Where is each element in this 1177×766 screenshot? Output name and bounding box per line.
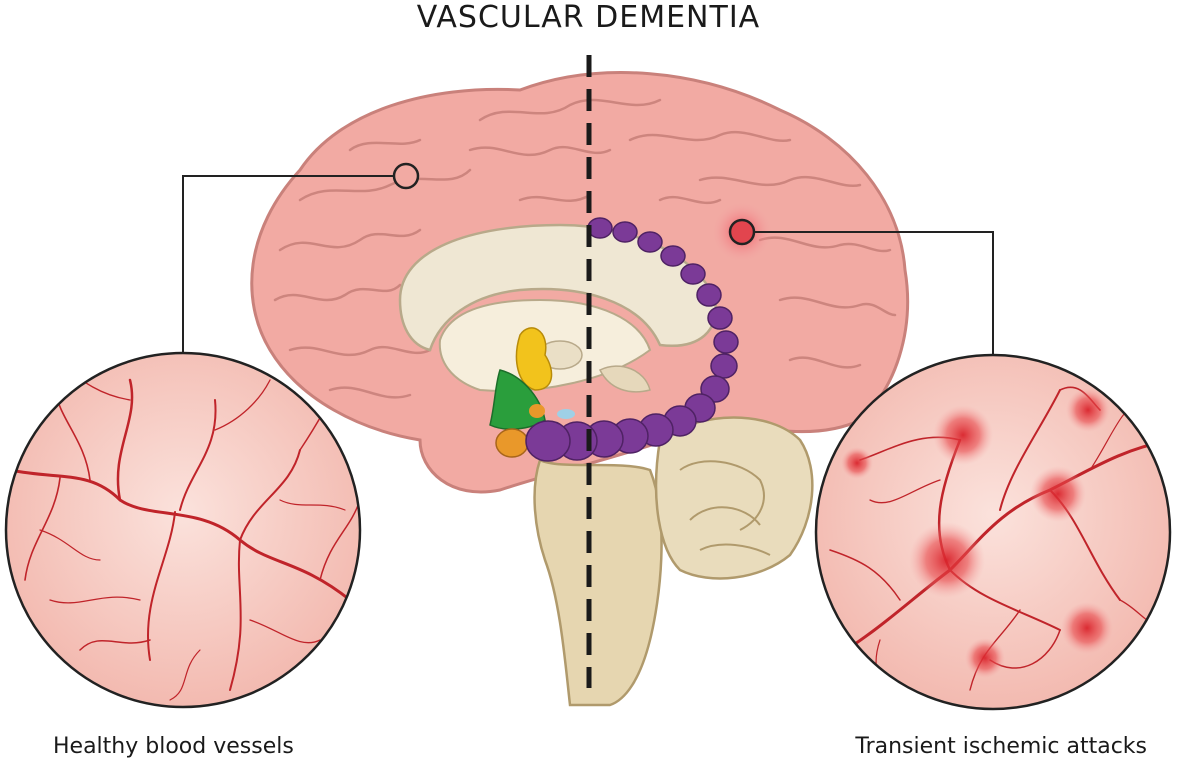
right-connector (755, 231, 994, 355)
diagram-title: VASCULAR DEMENTIA (416, 0, 761, 35)
caudate-structure (515, 327, 553, 391)
healthy-vessels-caption: Healthy blood vessels (53, 734, 294, 759)
orange-structure (495, 428, 529, 458)
healthy-vessels-circle (4, 351, 362, 709)
ischemic-vessels-circle (814, 353, 1172, 711)
ischemic-attacks-caption: Transient ischemic attacks (855, 734, 1147, 759)
brain-illustration (250, 71, 909, 707)
hippocampus-arc (525, 217, 739, 462)
right-marker-ring (728, 218, 756, 246)
cerebellum (654, 416, 814, 580)
corpus-callosum (398, 223, 718, 352)
left-connector (182, 175, 395, 353)
lesion-spots (841, 388, 1113, 678)
left-marker-ring (392, 162, 420, 190)
brainstem (533, 458, 663, 707)
